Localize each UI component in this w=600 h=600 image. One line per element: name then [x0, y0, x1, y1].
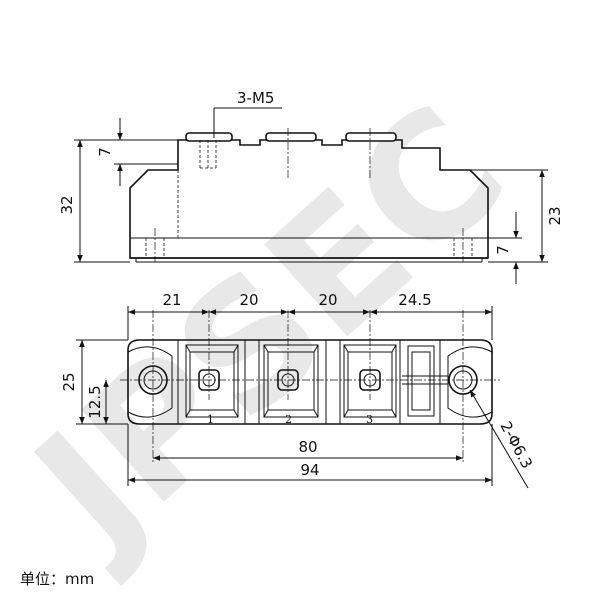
dim-spacing-2: 20 — [239, 291, 258, 309]
dim-spacing-1: 21 — [162, 291, 181, 309]
watermark: JPSEC — [0, 69, 542, 592]
dim-total-height: 32 — [58, 195, 76, 214]
terminal-1-frame — [185, 344, 239, 418]
dim-spacing-3: 20 — [318, 291, 337, 309]
aux-terminal — [407, 345, 435, 417]
side-terminal-2 — [265, 132, 317, 142]
terminal-3-label: 3 — [366, 413, 373, 426]
dim-height: 25 — [60, 372, 78, 391]
side-view: 3-M5 32 7 23 7 — [58, 89, 564, 284]
thread-label: 3-M5 — [237, 89, 274, 107]
right-mount-boss — [447, 346, 493, 418]
side-terminal-3 — [345, 132, 397, 142]
unit-note: 单位：mm — [20, 570, 95, 588]
dim-total-length: 94 — [300, 461, 319, 479]
terminal-2-label: 2 — [285, 413, 292, 426]
terminal-1-label: 1 — [207, 413, 214, 426]
dim-top-step: 7 — [96, 147, 114, 157]
side-terminal-1 — [185, 132, 233, 142]
top-view: 1 2 3 — [60, 291, 536, 489]
left-mount-boss — [127, 346, 173, 418]
watermark-text: JPSEC — [0, 69, 542, 592]
dim-right-height: 23 — [546, 206, 564, 225]
terminal-2-frame — [263, 344, 319, 418]
dim-hole-pitch: 80 — [298, 438, 317, 456]
side-body-outline — [129, 139, 489, 259]
dim-bottom-step: 7 — [494, 245, 512, 255]
dim-half-height: 12.5 — [86, 385, 104, 418]
top-body-outline — [127, 339, 493, 425]
dim-spacing-4: 24.5 — [398, 291, 431, 309]
